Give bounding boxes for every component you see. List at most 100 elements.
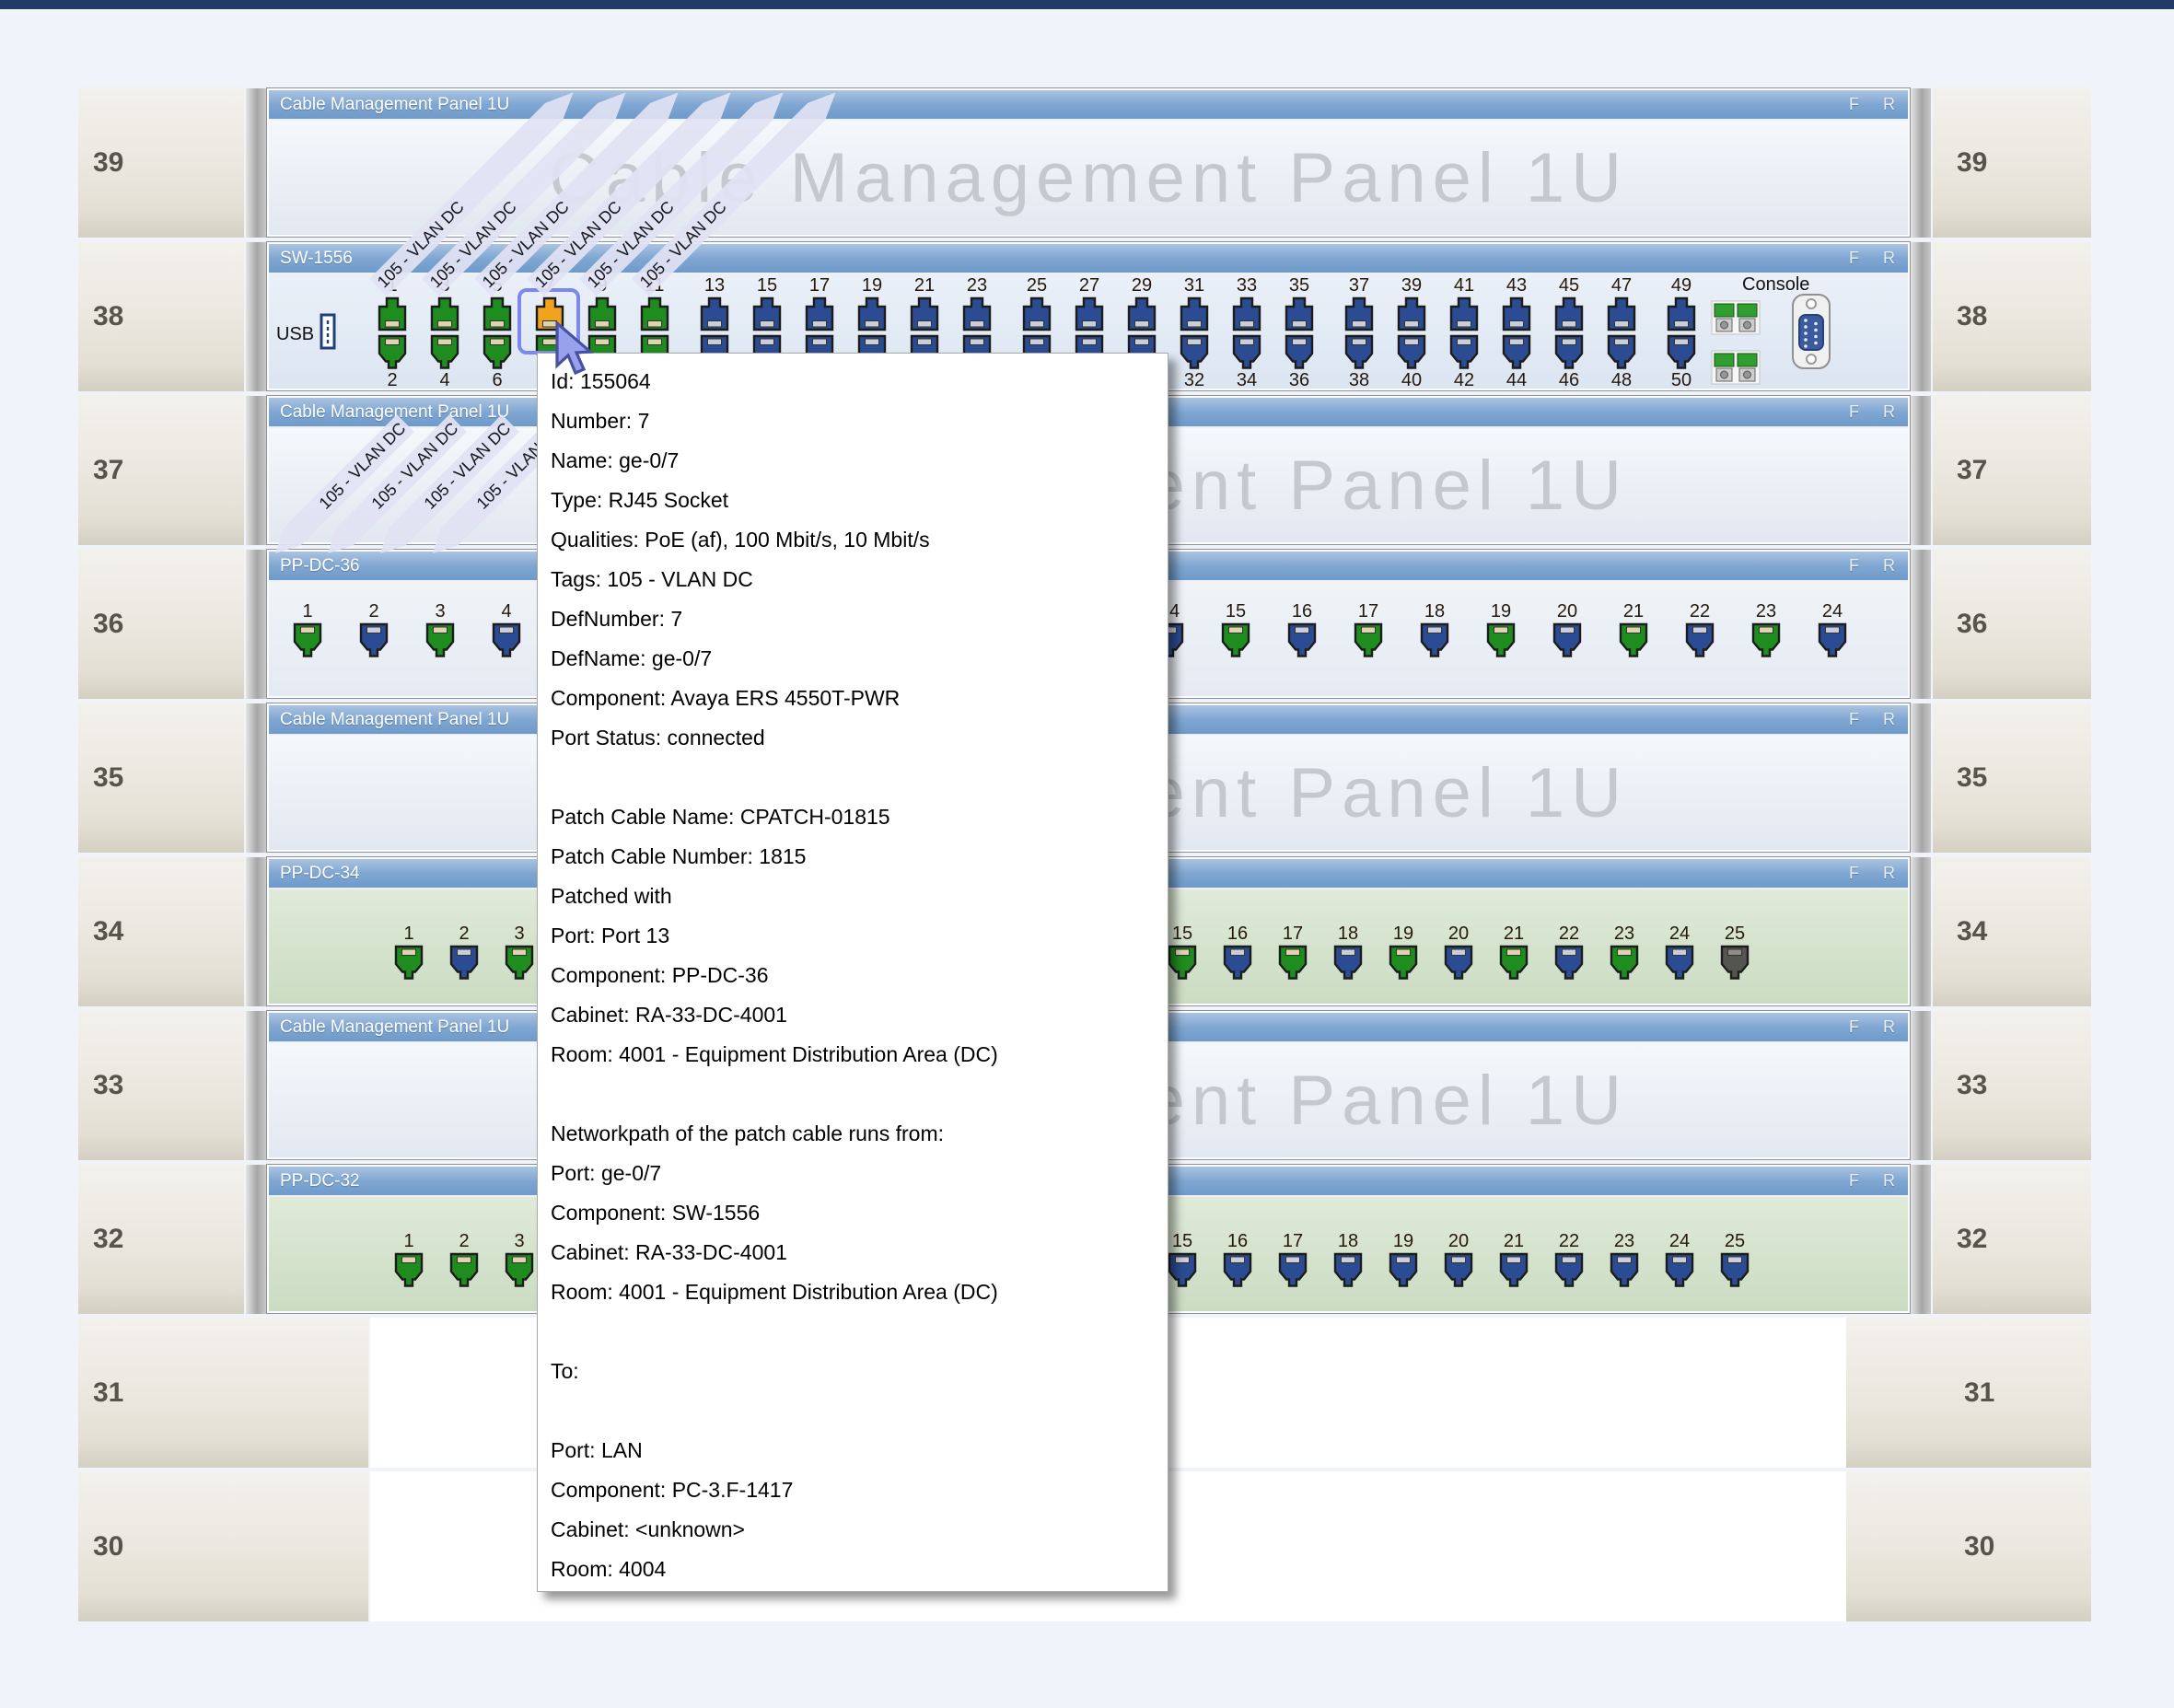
port-30[interactable] — [1126, 333, 1157, 370]
port-20[interactable] — [1443, 1251, 1474, 1288]
port-10[interactable] — [890, 1251, 922, 1288]
port-12[interactable] — [1001, 1251, 1032, 1288]
port-48[interactable] — [1606, 333, 1637, 370]
port-47[interactable] — [1606, 296, 1637, 332]
port-25[interactable] — [1719, 1251, 1750, 1288]
port-32[interactable] — [1179, 333, 1210, 370]
port-40[interactable] — [1396, 333, 1427, 370]
port-16[interactable] — [751, 333, 783, 370]
port-15[interactable] — [1167, 944, 1198, 981]
port-29[interactable] — [1126, 296, 1157, 332]
port-6[interactable] — [623, 622, 655, 658]
port-8[interactable] — [756, 622, 787, 658]
port-16[interactable] — [1222, 1251, 1253, 1288]
port-21[interactable] — [909, 296, 940, 332]
port-5[interactable] — [614, 944, 645, 981]
port-49[interactable] — [1666, 296, 1697, 332]
front-view-label[interactable]: F — [1849, 556, 1859, 575]
port-15[interactable] — [1220, 622, 1251, 658]
port-13[interactable] — [1056, 1251, 1087, 1288]
port-15[interactable] — [751, 296, 783, 332]
port-17[interactable] — [804, 296, 835, 332]
port-5[interactable] — [557, 622, 588, 658]
port-5[interactable] — [482, 296, 513, 332]
port-7[interactable] — [725, 1251, 756, 1288]
port-17[interactable] — [1277, 944, 1308, 981]
port-4[interactable] — [559, 1251, 590, 1288]
port-4[interactable] — [429, 333, 460, 370]
port-18[interactable] — [1419, 622, 1450, 658]
port-9[interactable] — [822, 622, 854, 658]
port-39[interactable] — [1396, 296, 1427, 332]
port-22[interactable] — [1553, 1251, 1585, 1288]
port-25[interactable] — [1021, 296, 1052, 332]
port-3[interactable] — [504, 1251, 535, 1288]
port-7[interactable] — [725, 944, 756, 981]
port-44[interactable] — [1501, 333, 1532, 370]
port-11[interactable] — [946, 944, 977, 981]
port-23[interactable] — [1609, 944, 1640, 981]
port-3[interactable] — [504, 944, 535, 981]
port-38[interactable] — [1343, 333, 1375, 370]
port-10[interactable] — [889, 622, 920, 658]
port-17[interactable] — [1353, 622, 1384, 658]
port-21[interactable] — [1618, 622, 1649, 658]
port-12[interactable] — [1001, 944, 1032, 981]
rear-view-label[interactable]: R — [1883, 864, 1895, 882]
front-view-label[interactable]: F — [1849, 402, 1859, 421]
db9-console-connector-icon[interactable] — [1790, 293, 1832, 375]
port-14[interactable] — [1111, 944, 1143, 981]
port-20[interactable] — [1443, 944, 1474, 981]
port-13[interactable] — [699, 296, 730, 332]
front-view-label[interactable]: F — [1849, 710, 1859, 728]
port-16[interactable] — [1222, 944, 1253, 981]
port-2[interactable] — [358, 622, 389, 658]
port-27[interactable] — [1074, 296, 1105, 332]
rear-view-label[interactable]: R — [1883, 95, 1895, 113]
port-14[interactable] — [1154, 622, 1185, 658]
port-6[interactable] — [482, 333, 513, 370]
port-23[interactable] — [1609, 1251, 1640, 1288]
port-19[interactable] — [1388, 1251, 1419, 1288]
rear-view-label[interactable]: R — [1883, 402, 1895, 421]
rear-view-label[interactable]: R — [1883, 249, 1895, 267]
port-14[interactable] — [1111, 1251, 1143, 1288]
front-view-label[interactable]: F — [1849, 864, 1859, 882]
port-24[interactable] — [1817, 622, 1848, 658]
duplex-fiber-connector-icon[interactable] — [1711, 350, 1761, 389]
port-4[interactable] — [559, 944, 590, 981]
rear-view-label[interactable]: R — [1883, 710, 1895, 728]
port-9[interactable] — [587, 296, 618, 332]
port-20[interactable] — [856, 333, 888, 370]
port-35[interactable] — [1284, 296, 1315, 332]
port-1[interactable] — [393, 1251, 424, 1288]
port-8[interactable] — [534, 333, 565, 370]
port-22[interactable] — [909, 333, 940, 370]
port-24[interactable] — [961, 333, 993, 370]
port-12[interactable] — [639, 333, 670, 370]
port-42[interactable] — [1448, 333, 1480, 370]
port-21[interactable] — [1498, 1251, 1529, 1288]
port-1[interactable] — [393, 944, 424, 981]
front-view-label[interactable]: F — [1849, 1017, 1859, 1036]
port-37[interactable] — [1343, 296, 1375, 332]
port-33[interactable] — [1231, 296, 1262, 332]
rear-view-label[interactable]: R — [1883, 1171, 1895, 1190]
port-46[interactable] — [1553, 333, 1585, 370]
port-3[interactable] — [429, 296, 460, 332]
front-view-label[interactable]: F — [1849, 95, 1859, 113]
port-13[interactable] — [1087, 622, 1119, 658]
port-34[interactable] — [1231, 333, 1262, 370]
